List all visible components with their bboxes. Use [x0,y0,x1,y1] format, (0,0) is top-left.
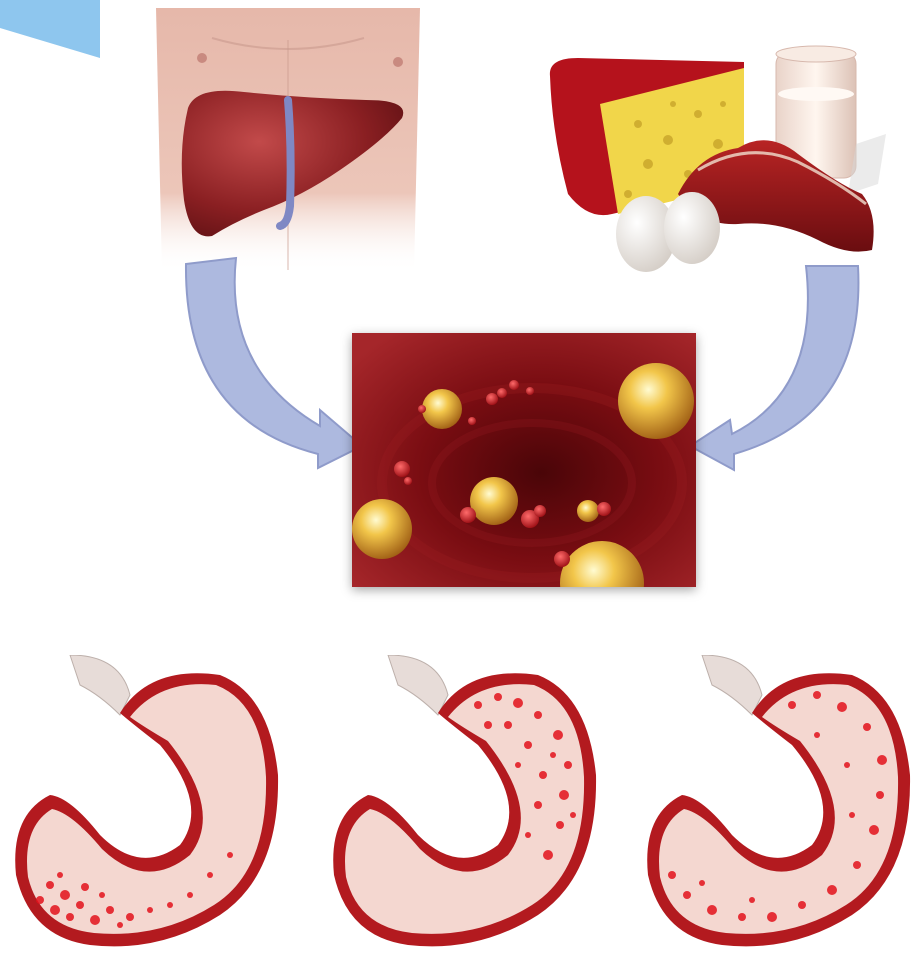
stomach-illustration-3 [642,655,918,955]
stomach-icon [15,655,278,946]
right-arrow-icon [690,266,858,470]
stomach-icon [333,655,596,946]
stomach-illustration-1 [10,655,310,955]
blood-vessel-icon [352,333,696,587]
corner-tab [0,0,100,58]
stomach-icon [647,655,910,946]
food-illustration [548,44,888,276]
liver-illustration [152,0,424,272]
left-arrow-icon [186,258,362,468]
stomach-illustration-2 [328,655,628,955]
